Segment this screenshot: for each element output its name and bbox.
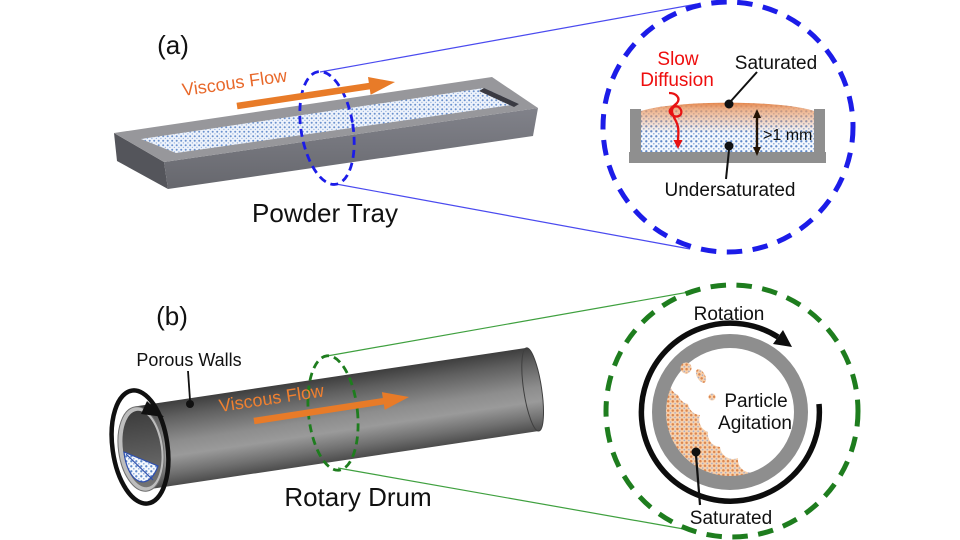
undersaturated-pointer-line [725, 149, 730, 180]
tray-powder-surface [141, 88, 519, 153]
undersaturated-label: Undersaturated [665, 180, 796, 201]
slow-diffusion-label-line1: Slow [657, 49, 698, 70]
undersaturated-pointer-dot [724, 141, 734, 151]
tray-section-walls [629, 109, 826, 163]
panel-b-label: (b) [156, 301, 188, 331]
tray-front-face [164, 108, 538, 189]
porous-walls-pointer-line [187, 370, 191, 401]
inset-b: Rotation Particle Agitation Saturated [603, 282, 861, 540]
tray-cross-section [629, 102, 826, 163]
saturated-b-pointer-line [694, 454, 702, 506]
drum-body [134, 347, 539, 490]
diffusion-arrow [668, 91, 683, 149]
rotation-arrow-drum [109, 388, 171, 506]
tray-inner-shadow [479, 88, 519, 107]
powder-repose-line [125, 453, 154, 481]
powder-clump-3 [708, 393, 716, 401]
drum-ring-section [652, 334, 808, 490]
depth-label: >1 mm [763, 127, 812, 144]
inset-a: >1 mm Slow Diffusion Saturated Undersatu… [600, 0, 856, 255]
particle-agitation-label-line1: Particle [724, 391, 787, 412]
saturated-label-b: Saturated [690, 508, 772, 529]
flow-arrow-b [253, 392, 409, 425]
panel-b: (b) Porous Walls Viscous Flow Rotary Dru… [109, 288, 707, 532]
callout-line-b-bottom [337, 467, 696, 532]
tray-left-face [114, 133, 168, 189]
saturated-b-pointer-dot [691, 447, 701, 457]
powder-tray-caption: Powder Tray [252, 198, 398, 228]
zoom-ellipse-a [298, 70, 356, 186]
saturated-pointer-dot [724, 99, 734, 109]
saturated-powder-bed [663, 383, 757, 477]
callout-line-b-top [326, 288, 707, 357]
callout-line-a-top [319, 3, 698, 73]
saturated-label: Saturated [735, 53, 817, 74]
panel-a-label: (a) [157, 30, 189, 60]
saturated-layer-gradient [641, 102, 814, 152]
flow-arrow-a [236, 77, 395, 110]
particle-agitation-label-line2: Agitation [718, 413, 792, 434]
saturated-pointer-line [730, 71, 758, 102]
rotation-label: Rotation [694, 304, 765, 325]
rotary-drum-3d [117, 347, 545, 492]
viscous-flow-label-a: Viscous Flow [181, 65, 289, 100]
depth-arrow [753, 109, 761, 156]
drum-right-cap [521, 347, 545, 432]
rotary-drum-caption: Rotary Drum [284, 482, 431, 512]
porous-walls-pointer-dot [186, 400, 194, 408]
callout-line-a-bottom [335, 183, 691, 250]
powder-tray-3d [114, 77, 538, 189]
slow-diffusion-label-line2: Diffusion [640, 70, 714, 91]
powder-clump-1 [680, 362, 692, 374]
porous-walls-label: Porous Walls [136, 350, 241, 370]
rotation-arrow-inset [638, 320, 823, 504]
powder-clump-2 [695, 369, 707, 383]
